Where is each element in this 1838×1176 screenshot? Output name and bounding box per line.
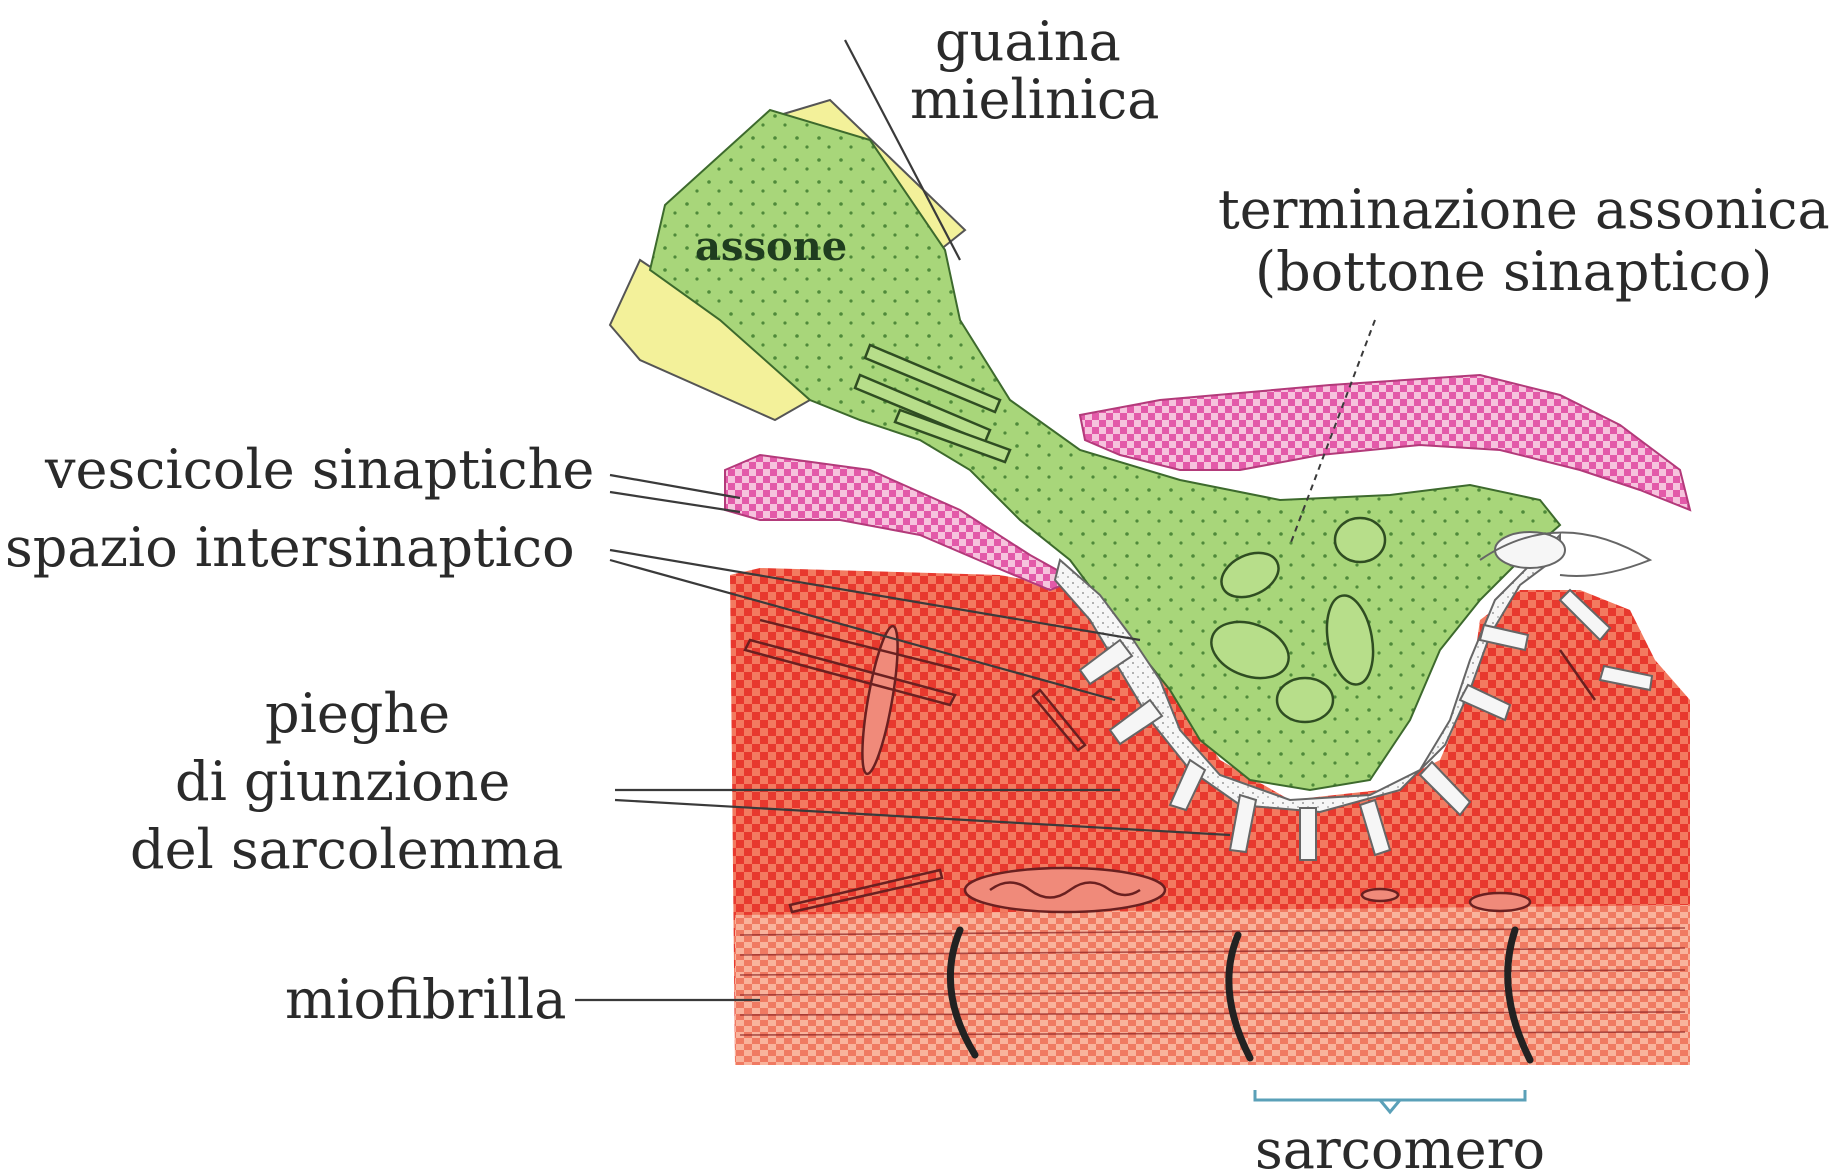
axon-terminal-label-line2: (bottone sinaptico) — [1255, 240, 1772, 303]
junctional-folds-label-line3: del sarcolemma — [130, 818, 563, 881]
junctional-folds-label-line2: di giunzione — [175, 750, 510, 813]
sarcomere-label: sarcomero — [1255, 1118, 1545, 1176]
myelin-sheath-label-line2: mielinica — [910, 68, 1159, 131]
sarcomere-bracket — [1255, 1090, 1525, 1112]
synaptic-cleft-label: spazio intersinaptico — [5, 516, 575, 579]
myofibril-label: miofibrilla — [285, 968, 566, 1031]
junctional-folds-label-line1: pieghe — [265, 682, 450, 745]
myelin-sheath-label-line1: guaina — [935, 10, 1121, 73]
axon-label: assone — [695, 223, 847, 270]
synaptic-vesicles-label: vescicole sinaptiche — [44, 438, 594, 501]
axon-terminal-label-line1: terminazione assonica — [1218, 178, 1830, 241]
